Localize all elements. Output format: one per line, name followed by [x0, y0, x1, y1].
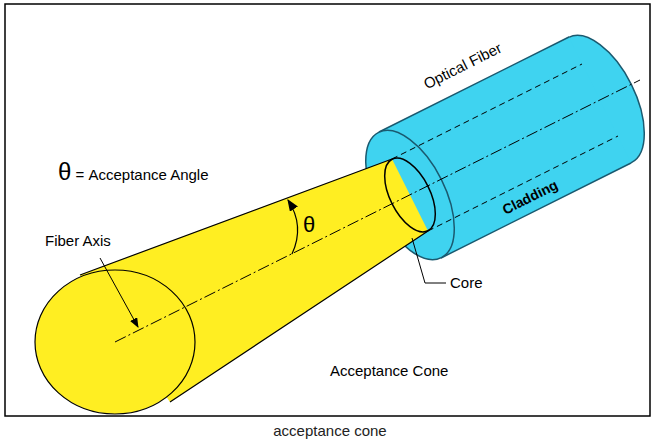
cone-label: Acceptance Cone: [330, 362, 448, 379]
core-leader: [412, 238, 446, 283]
angle-label: θ = Acceptance Angle: [58, 158, 233, 186]
caption: acceptance cone: [273, 422, 386, 439]
frame: [5, 4, 650, 416]
fiber-axis: [115, 80, 640, 342]
angle-symbol: θ: [303, 212, 315, 237]
angle-arc: [288, 200, 298, 254]
axis-label: Fiber Axis: [45, 232, 111, 249]
core-label: Core: [450, 274, 483, 291]
axis-leader: [100, 258, 138, 327]
